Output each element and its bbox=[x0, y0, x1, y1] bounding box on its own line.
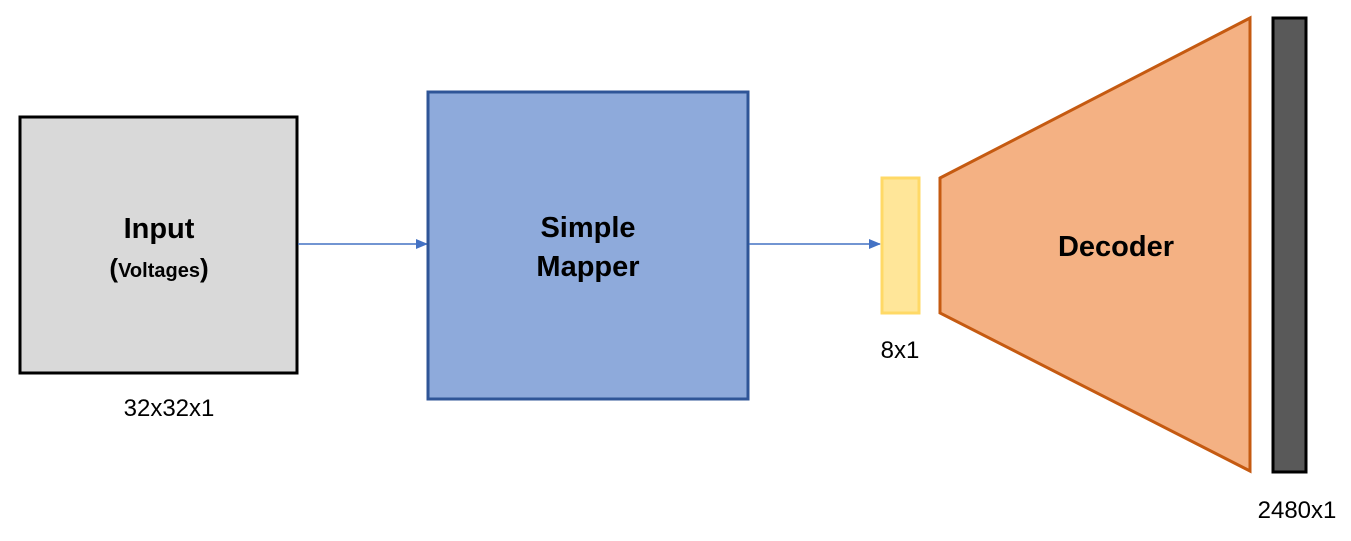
output-bar bbox=[1271, 16, 1308, 474]
input-block: Input (Voltages) 32x32x1 bbox=[18, 115, 299, 422]
latent-dimension: 8x1 bbox=[881, 337, 920, 364]
input-title: Input bbox=[124, 213, 195, 245]
latent-block: 8x1 bbox=[880, 176, 921, 364]
mapper-title-line2: Mapper bbox=[536, 251, 639, 283]
input-subtitle-close: ) bbox=[200, 253, 209, 283]
mapper-block: Simple Mapper bbox=[426, 90, 750, 401]
decoder-title: Decoder bbox=[1058, 231, 1174, 263]
input-box bbox=[18, 115, 299, 375]
mapper-title-line1: Simple bbox=[540, 212, 635, 244]
decoder-trapezoid bbox=[938, 15, 1252, 474]
output-block: 2480x1 bbox=[1258, 16, 1337, 524]
input-dimension: 32x32x1 bbox=[124, 395, 215, 422]
input-subtitle-text: Voltages bbox=[118, 260, 200, 282]
latent-bar bbox=[880, 176, 921, 315]
mapper-box bbox=[426, 90, 750, 401]
output-dimension: 2480x1 bbox=[1258, 497, 1337, 524]
decoder-block: Decoder bbox=[938, 15, 1252, 474]
input-subtitle: (Voltages) bbox=[109, 253, 208, 283]
input-subtitle-open: ( bbox=[109, 253, 118, 283]
